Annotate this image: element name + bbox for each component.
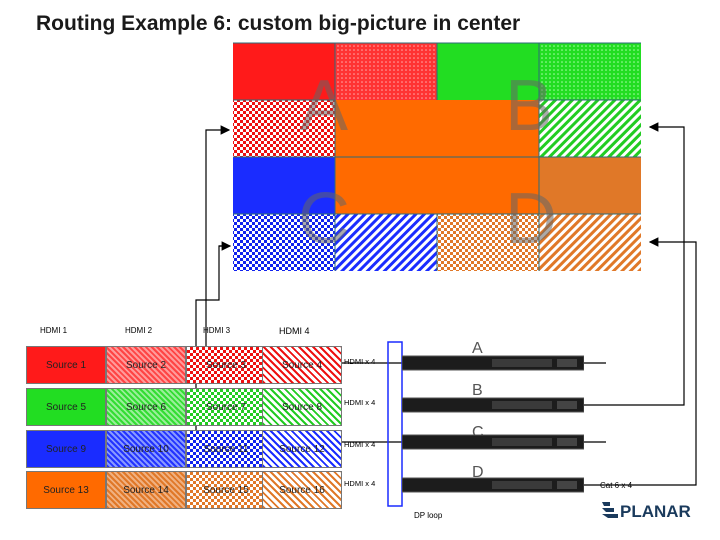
dp-loop-bracket [387, 341, 403, 507]
unit-d-letter: D [472, 464, 484, 481]
source-tile: Source 7 [186, 388, 266, 426]
controller-unit-d [402, 477, 584, 493]
input-label-hdmi-2: HDMI 2 [125, 326, 153, 335]
wall-letter-b: B [505, 66, 554, 146]
wall-cell [233, 214, 335, 271]
wall-cell [233, 43, 335, 100]
wall-cell [539, 43, 641, 100]
source-tile: Source 3 [186, 346, 266, 384]
unit-c-label: HDMI x 4 [344, 440, 376, 449]
source-tile: Source 9 [26, 430, 106, 468]
unit-b-letter: B [472, 382, 483, 399]
unit-a-label: HDMI x 4 [344, 357, 376, 366]
source-tile: Source 2 [106, 346, 186, 384]
wall-cell [437, 43, 539, 100]
source-tile: Source 8 [262, 388, 342, 426]
slide-title: Routing Example 6: custom big-picture in… [36, 12, 521, 35]
wall-letter-d: D [505, 179, 557, 259]
unit-a-letter: A [472, 340, 483, 357]
wall-letter-a: A [300, 66, 349, 146]
input-label-hdmi-4: HDMI 4 [279, 326, 310, 336]
wall-cell [233, 157, 335, 214]
source-tile: Source 11 [186, 430, 266, 468]
unit-d-label: HDMI x 4 [344, 479, 376, 488]
planar-logo: PLANAR [602, 502, 691, 521]
source-tile: Source 6 [106, 388, 186, 426]
controller-unit-b [402, 397, 584, 413]
source-tile: Source 10 [106, 430, 186, 468]
source-tile: Source 16 [262, 471, 342, 509]
wall-cell [539, 157, 641, 214]
video-wall-cells [233, 42, 641, 271]
source-tile: Source 4 [262, 346, 342, 384]
source-tile: Source 15 [186, 471, 266, 509]
cat-cable-label: Cat 6 x 4 [600, 481, 633, 490]
wall-cell [539, 214, 641, 271]
unit-b-label: HDMI x 4 [344, 398, 376, 407]
source-tile: Source 1 [26, 346, 106, 384]
wall-cell [539, 100, 641, 157]
wall-cell [437, 214, 539, 271]
source-tile: Source 13 [26, 471, 106, 509]
planar-logo-text: PLANAR [620, 502, 691, 521]
source-tile: Source 12 [262, 430, 342, 468]
source-tile: Source 14 [106, 471, 186, 509]
wall-cell [335, 214, 437, 271]
wall-cell [233, 100, 335, 157]
source-tile: Source 5 [26, 388, 106, 426]
input-label-hdmi-1: HDMI 1 [40, 326, 68, 335]
unit-c-letter: C [472, 424, 484, 441]
dp-loop-label: DP loop [414, 511, 443, 520]
controller-unit-c [402, 434, 584, 450]
wall-letter-c: C [298, 179, 350, 259]
controller-unit-a [402, 355, 584, 371]
right-cables [584, 122, 697, 486]
wall-cell [335, 43, 437, 100]
input-label-hdmi-3: HDMI 3 [203, 326, 231, 335]
